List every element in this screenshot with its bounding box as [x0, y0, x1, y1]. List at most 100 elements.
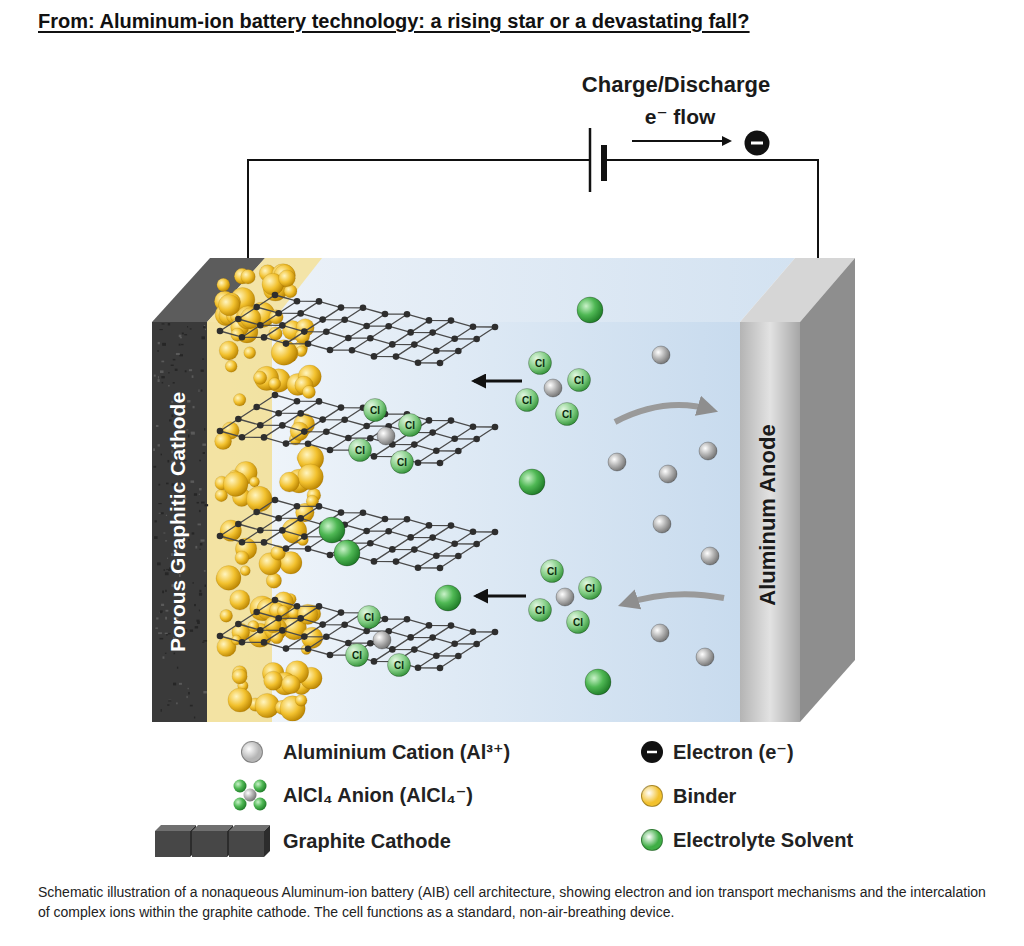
binder-particle: [246, 486, 272, 512]
carbon-atom: [404, 311, 411, 318]
chlorine-label: Cl: [405, 420, 415, 431]
legend-swatch: [641, 829, 663, 851]
carbon-atom: [345, 335, 352, 342]
carbon-atom: [279, 322, 286, 329]
texture-speck: [158, 342, 160, 344]
lattice-bond: [238, 419, 458, 451]
chlorine-label: Cl: [364, 612, 374, 623]
slab-label: Aluminum Anode: [755, 424, 781, 605]
texture-speck: [177, 667, 178, 669]
binder-particle: [302, 385, 315, 398]
carbon-atom: [275, 615, 282, 622]
carbon-atom: [272, 497, 279, 504]
carbon-atom: [338, 304, 345, 311]
transport-arrow: [624, 594, 724, 604]
carbon-atom: [382, 616, 389, 623]
figure-title: From: Aluminum-ion battery technology: a…: [38, 10, 750, 33]
texture-speck: [198, 524, 201, 526]
anode-face: [740, 322, 800, 722]
carbon-atom: [327, 652, 334, 659]
battery-plate-short: [601, 145, 607, 181]
chlorine-atom: [234, 780, 247, 793]
carbon-atom: [235, 416, 242, 423]
texture-speck: [192, 532, 195, 534]
binder-particle: [249, 477, 259, 487]
carbon-atom: [411, 646, 418, 653]
carbon-atom: [455, 653, 462, 660]
binder-particle: [281, 675, 300, 694]
graphite-icon: [155, 825, 270, 857]
carbon-atom: [217, 328, 224, 335]
binder-particle: [233, 394, 245, 406]
texture-speck: [195, 546, 197, 549]
solvent-molecule: [435, 585, 461, 611]
chlorine-label: Cl: [574, 375, 584, 386]
carbon-atom: [385, 323, 392, 330]
electron-flow: [632, 131, 770, 156]
texture-speck: [199, 488, 201, 490]
carbon-atom: [301, 428, 308, 435]
circuit-wire: [248, 160, 818, 258]
texture-speck: [203, 691, 207, 693]
chlorine-atom: [541, 560, 564, 583]
carbon-atom: [239, 639, 246, 646]
lattice-bond: [286, 308, 341, 344]
carbon-atom: [283, 545, 290, 552]
carbon-atom: [297, 515, 304, 522]
carbon-atom: [473, 541, 480, 548]
carbon-atom: [451, 436, 458, 443]
graphene-sheets: [217, 292, 499, 672]
binder-particle: [223, 472, 248, 497]
texture-speck: [155, 520, 157, 522]
chlorine-atom: [349, 439, 372, 462]
texture-speck: [199, 549, 200, 550]
lattice-bond: [418, 632, 473, 668]
texture-speck: [167, 704, 169, 705]
aluminium-core: [244, 789, 257, 802]
carbon-atom: [360, 305, 367, 312]
chlorine-atom: [254, 780, 267, 793]
aluminium-core: [556, 588, 574, 606]
carbon-atom: [319, 621, 326, 628]
carbon-atom: [411, 341, 418, 348]
texture-speck: [190, 705, 193, 707]
carbon-atom: [294, 398, 301, 405]
texture-speck: [153, 448, 155, 451]
battery-plate-long: [589, 128, 592, 192]
lattice-bond: [418, 327, 473, 363]
texture-speck: [204, 570, 206, 571]
texture-speck: [168, 700, 171, 701]
chlorine-label: Cl: [535, 358, 545, 369]
texture-speck: [200, 543, 203, 546]
lattice-bond: [220, 600, 275, 636]
texture-speck: [169, 700, 172, 701]
carbon-atom: [253, 609, 260, 616]
carbon-atom: [448, 522, 455, 529]
lattice-bond: [418, 427, 473, 463]
texture-speck: [160, 638, 164, 640]
aluminium-core: [377, 427, 395, 445]
carbon-atom: [239, 334, 246, 341]
cathode-face: [152, 322, 207, 722]
chlorine-label: Cl: [585, 583, 595, 594]
binder-particle: [228, 688, 252, 712]
aluminium-core: [373, 631, 391, 649]
cathode-block: [152, 258, 322, 722]
texture-speck: [199, 460, 201, 461]
carbon-atom: [235, 621, 242, 628]
texture-speck: [158, 379, 160, 382]
texture-speck: [202, 358, 204, 359]
lattice-bond: [220, 395, 275, 431]
carbon-atom: [451, 641, 458, 648]
lattice-bond: [286, 613, 341, 649]
lattice-bond: [396, 526, 451, 562]
electron-symbol: [745, 131, 770, 156]
texture-speck: [158, 444, 160, 446]
carbon-atom: [470, 629, 477, 636]
binder-particle: [266, 573, 281, 588]
carbon-atom: [429, 634, 436, 641]
texture-speck: [205, 329, 206, 330]
chlorine-label: Cl: [394, 660, 404, 671]
anode-side: [800, 258, 855, 722]
